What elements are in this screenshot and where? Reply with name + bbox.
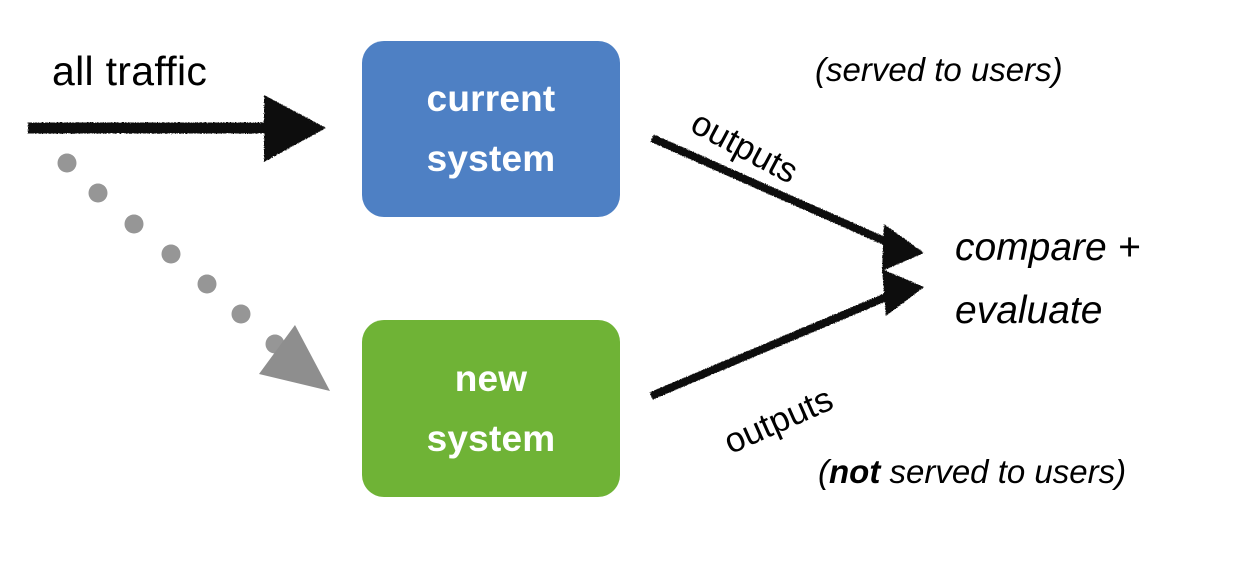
not-served-suffix: served to users) [880,453,1127,490]
mirrored-traffic-arrow [57,153,330,391]
node-new-system-line1: new [454,357,528,399]
new-outputs-arrow [649,269,924,400]
label-not-served-to-users: (not served to users) [818,443,1148,501]
label-all-traffic: all traffic [52,48,208,94]
node-current-system-line1: current [426,78,556,120]
node-new-system[interactable]: new system [362,320,620,497]
node-current-system[interactable]: current system [362,41,620,217]
not-served-prefix: ( [818,453,829,490]
label-outputs-top: outputs [684,103,805,192]
not-served-emphasis: not [829,453,881,490]
all-traffic-arrow [28,95,326,162]
label-compare-evaluate: compare + evaluate [955,226,1141,333]
label-served-to-users: (served to users) [815,51,1063,88]
node-current-system-line2: system [426,138,556,179]
node-new-system-line2: system [426,417,556,459]
